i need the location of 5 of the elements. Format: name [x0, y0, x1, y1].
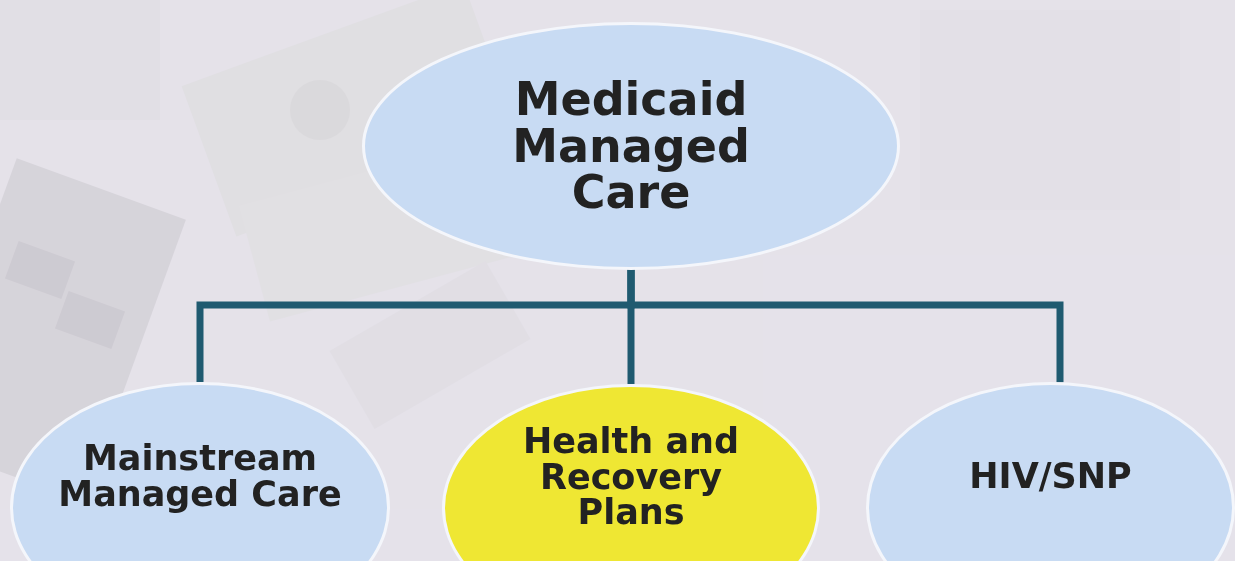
connector-line [627, 268, 1064, 383]
node-label: Mainstream Managed Care [57, 440, 343, 513]
node-label: Medicaid Managed Care [511, 75, 751, 217]
node-label: Health and Recovery Plans [521, 423, 741, 532]
node-label: HIV/SNP [969, 458, 1132, 495]
